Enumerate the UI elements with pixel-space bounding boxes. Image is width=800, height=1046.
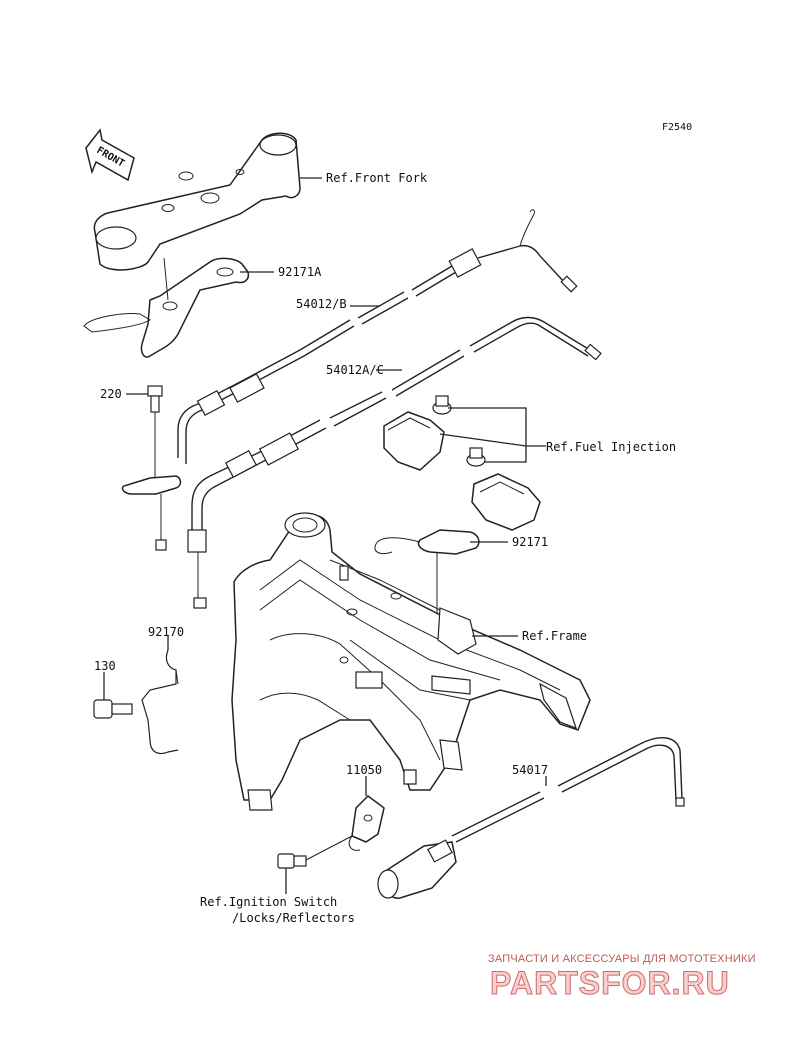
label-130: 130 — [94, 659, 116, 673]
label-ref-front-fork: Ref.Front Fork — [326, 171, 428, 185]
bolt-220-part — [121, 385, 182, 551]
label-ref-frame: Ref.Frame — [522, 629, 587, 643]
throttle-cable-b-part — [177, 209, 578, 464]
front-arrow-icon: FRONT — [85, 128, 135, 182]
label-54017: 54017 — [512, 763, 548, 777]
label-ref-ignition-line2: /Locks/Reflectors — [232, 911, 355, 925]
bracket-11050-part — [348, 795, 385, 851]
screw-part — [277, 853, 307, 869]
label-92171: 92171 — [512, 535, 548, 549]
watermark-brand: PARTSFOR.RU — [490, 965, 730, 1001]
watermark-subtitle: ЗАПЧАСТИ И АКСЕССУАРЫ ДЛЯ МОТОТЕХНИКИ — [488, 953, 756, 965]
figure-code: F2540 — [662, 122, 692, 133]
stay-92170-part — [141, 649, 179, 755]
label-92170: 92170 — [148, 625, 184, 639]
label-ref-fuel-injection: Ref.Fuel Injection — [546, 440, 676, 454]
sensor-upper-part — [383, 395, 452, 471]
leader-lines — [103, 177, 547, 894]
label-220: 220 — [100, 387, 122, 401]
label-ref-ignition-line1: Ref.Ignition Switch — [200, 895, 337, 909]
label-54012b: 54012/B — [296, 297, 347, 311]
label-54012ac: 54012A/C — [326, 363, 384, 377]
motorcycle-frame-part — [231, 512, 591, 811]
watermark: ЗАПЧАСТИ И АКСЕССУАРЫ ДЛЯ МОТОТЕХНИКИ PA… — [488, 953, 756, 1002]
bracket-92171a-part — [83, 257, 250, 358]
label-92171a: 92171A — [278, 265, 322, 279]
throttle-cable-ac-part — [187, 316, 602, 609]
label-11050: 11050 — [346, 763, 382, 777]
choke-cable-part — [377, 737, 685, 899]
top-bridge-part — [93, 132, 301, 271]
bolt-130-part — [93, 699, 133, 719]
sensor-lower-part — [466, 447, 541, 531]
